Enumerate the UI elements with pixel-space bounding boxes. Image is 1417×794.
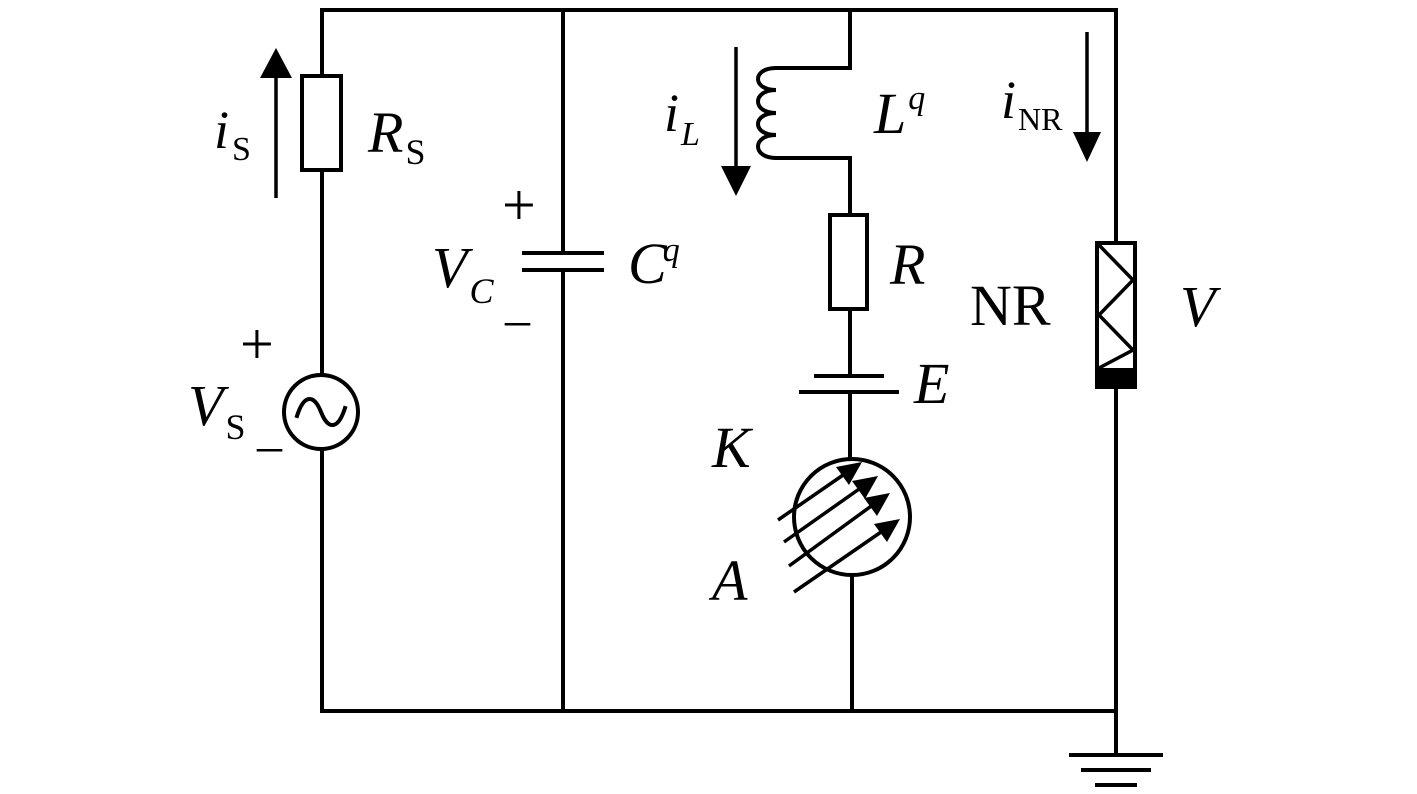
source-resistor-rs xyxy=(300,74,343,172)
photocell-circle xyxy=(792,457,912,577)
label-is: iS xyxy=(214,100,251,168)
ac-source-circle xyxy=(282,373,360,451)
arrow-is xyxy=(260,48,292,198)
light-ray-arrow-4-icon xyxy=(874,519,900,542)
label-a: A xyxy=(708,548,748,613)
nr-terminal-band xyxy=(1095,368,1137,387)
arrow-down-icon xyxy=(721,166,751,196)
label-il: iL xyxy=(664,83,700,153)
light-ray-arrow-2-icon xyxy=(852,476,878,499)
vs-minus-sign: – xyxy=(256,417,283,473)
capacitor-cq xyxy=(522,251,604,272)
label-lq: Lq xyxy=(873,80,925,146)
battery-e xyxy=(799,374,899,394)
wires xyxy=(320,8,1118,757)
photocell xyxy=(777,457,912,594)
vc-plus-sign: + xyxy=(502,172,536,238)
inductor-coil-icon xyxy=(756,65,779,161)
light-ray-arrow-3-icon xyxy=(864,493,890,516)
label-vc: VC xyxy=(432,235,494,311)
label-rs: RS xyxy=(367,100,425,172)
nr-zigzag xyxy=(1096,243,1136,370)
light-ray-4 xyxy=(793,528,885,594)
label-v: V xyxy=(1180,274,1222,339)
arrow-down-icon xyxy=(1073,132,1101,162)
label-k: K xyxy=(711,415,754,480)
light-ray-3 xyxy=(787,502,876,568)
label-r: R xyxy=(889,232,925,297)
arrow-il xyxy=(721,47,751,196)
vs-plus-sign: + xyxy=(240,311,274,377)
nonlinear-resistor-nr xyxy=(1095,241,1137,389)
light-ray-1 xyxy=(777,471,847,522)
inductor-lq xyxy=(756,65,852,161)
light-ray-2 xyxy=(782,485,864,544)
label-vs: VS xyxy=(188,373,245,447)
label-nr: NR xyxy=(970,273,1051,338)
light-ray-arrow-1-icon xyxy=(836,462,862,485)
ground-icon xyxy=(1069,753,1163,787)
arrow-up-icon xyxy=(260,48,292,78)
arrow-inr xyxy=(1073,32,1101,162)
vc-minus-sign: – xyxy=(504,291,531,347)
label-e: E xyxy=(913,351,949,416)
resistor-r xyxy=(828,213,869,311)
label-inr: iNR xyxy=(1001,70,1063,137)
ac-source-vs xyxy=(282,373,360,451)
label-cq: Cq xyxy=(628,231,680,296)
sine-wave-icon xyxy=(294,397,348,427)
